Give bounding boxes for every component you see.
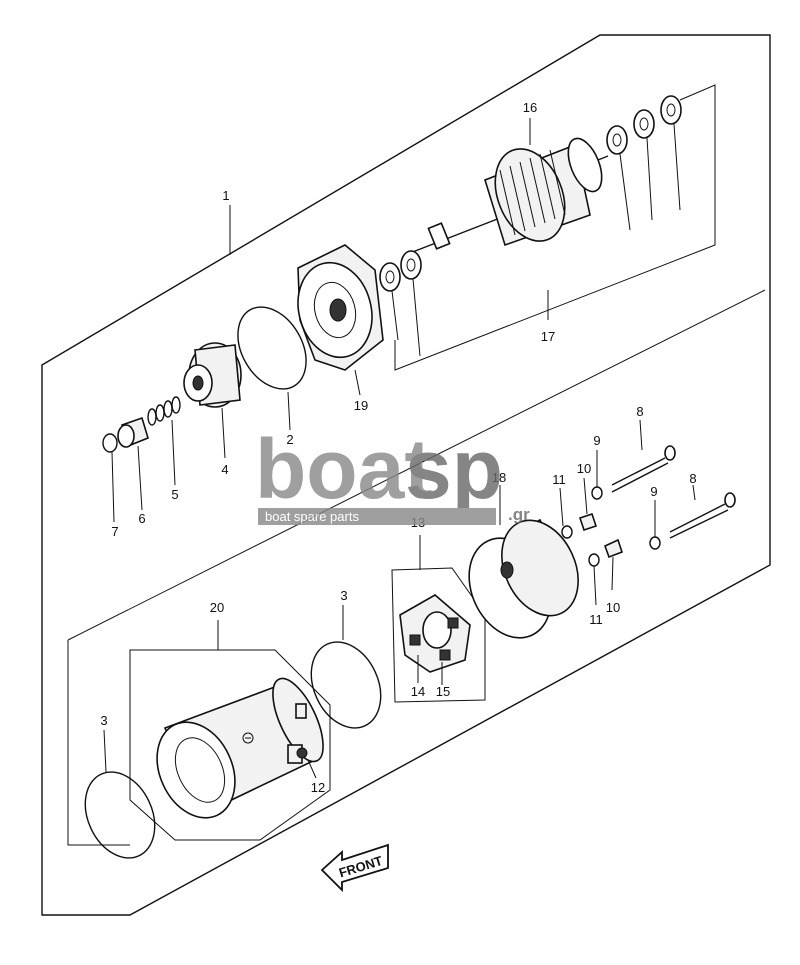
callout-15: 15 — [436, 684, 450, 699]
watermark-brand-main: boat — [255, 422, 432, 516]
collar-part — [117, 416, 149, 448]
washers-small — [561, 486, 661, 567]
terminal-part — [287, 703, 308, 764]
callout-14: 14 — [411, 684, 425, 699]
o-ring-part-2 — [237, 306, 307, 390]
watermark-brand-accent: sp — [405, 422, 503, 516]
yoke-part — [156, 677, 324, 819]
callout-11-upper: 11 — [552, 472, 566, 487]
callout-19: 19 — [354, 398, 368, 413]
group-bracket-13 — [391, 567, 486, 703]
group-bracket-17 — [394, 84, 716, 371]
o-ring-part-3-lower — [84, 771, 156, 859]
callout-18: 18 — [492, 470, 506, 485]
front-arrow-icon — [320, 843, 389, 893]
callout-10-lower: 10 — [606, 600, 620, 615]
pinion-gear-part — [183, 342, 242, 408]
callout-2: 2 — [286, 432, 293, 447]
callout-3-lower: 3 — [100, 713, 107, 728]
armature-washers — [379, 95, 682, 357]
watermark-logo: boat sp .gr boat spare parts — [255, 422, 530, 525]
callout-11-lower: 11 — [589, 612, 603, 627]
watermark-tagline-bar — [258, 508, 496, 525]
callout-1: 1 — [222, 188, 229, 203]
section-divider — [67, 640, 130, 846]
through-bolt-upper — [611, 445, 676, 493]
callout-8-upper: 8 — [636, 404, 643, 419]
callout-8-lower: 8 — [689, 471, 696, 486]
callout-12: 12 — [311, 780, 325, 795]
callout-9-upper: 9 — [593, 433, 600, 448]
divider-line — [67, 289, 766, 641]
callout-7: 7 — [111, 524, 118, 539]
rear-cover-part — [468, 518, 579, 639]
callout-10-upper: 10 — [577, 461, 591, 476]
watermark-brand-tld: .gr — [508, 505, 530, 524]
snap-ring-part — [102, 433, 118, 453]
watermark-tagline: boat spare parts — [265, 509, 359, 524]
through-bolt-lower — [669, 492, 736, 539]
callout-9-lower: 9 — [650, 484, 657, 499]
spring-part — [147, 396, 181, 426]
callout-16: 16 — [523, 100, 537, 115]
callout-4: 4 — [221, 462, 228, 477]
armature-part — [409, 137, 609, 254]
callout-20: 20 — [210, 600, 224, 615]
front-cover-part — [297, 244, 384, 371]
callout-17: 17 — [541, 329, 555, 344]
brush-plate-part — [399, 594, 471, 673]
callout-3-upper: 3 — [340, 588, 347, 603]
o-ring-part-3-upper — [310, 641, 382, 729]
group-bracket-20 — [129, 649, 331, 841]
assembly-boundary — [41, 34, 771, 916]
callout-5: 5 — [171, 487, 178, 502]
callout-6: 6 — [138, 511, 145, 526]
